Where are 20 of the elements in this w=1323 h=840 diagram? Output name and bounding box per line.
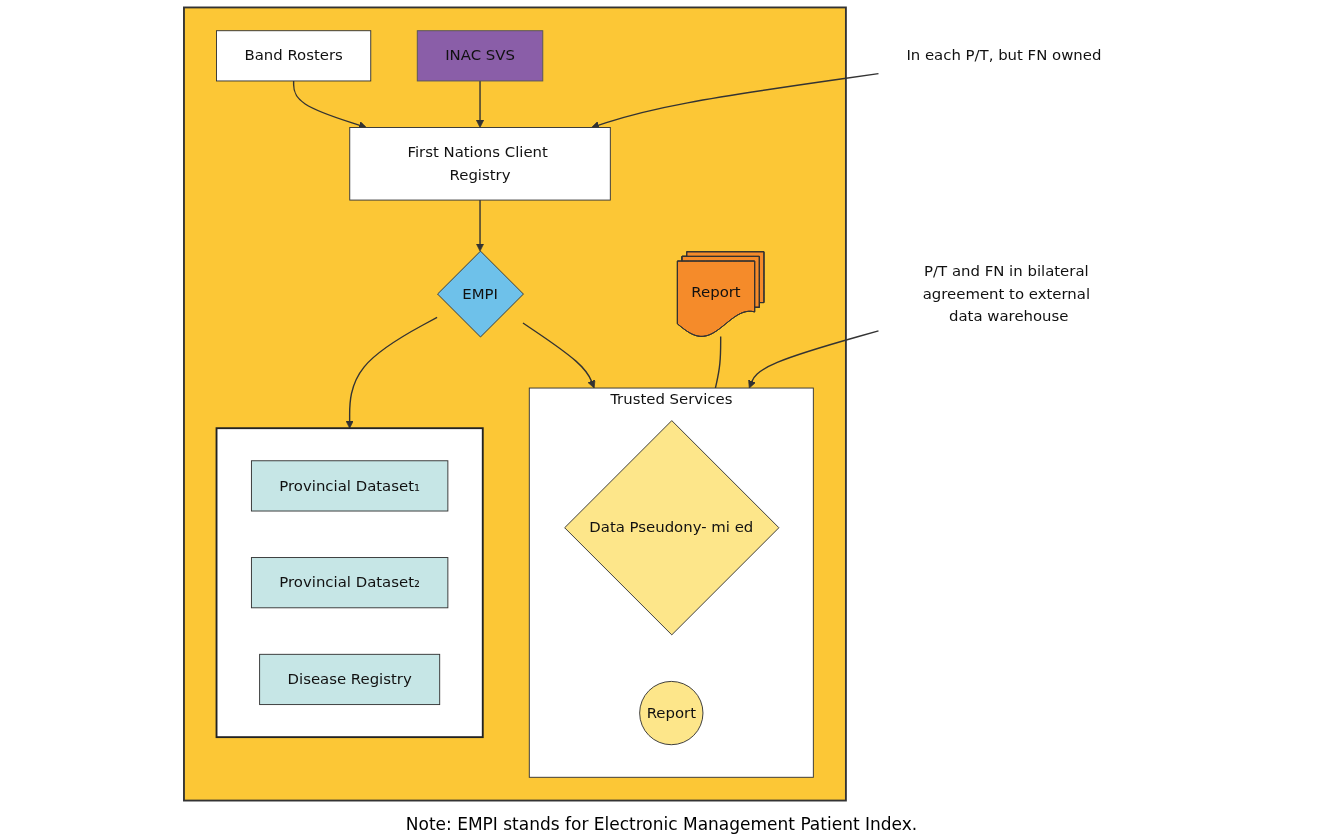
node-text: P/T and FN in bilateral agreement to external data warehouse: [922, 262, 1091, 325]
node-text: In each P/T, but FN owned: [906, 46, 1102, 65]
cluster: [183, 6, 847, 802]
node-box: Band Rosters: [216, 30, 372, 82]
arrow: [345, 316, 438, 429]
node-box: Provincial Dataset₁: [250, 460, 449, 512]
node-box: Provincial Dataset₂: [250, 557, 449, 609]
arrow: [475, 199, 485, 252]
note-text: Note: EMPI stands for Electronic Management Patient Index.: [405, 814, 918, 834]
arrow: [522, 322, 596, 389]
node-circle: Report: [639, 680, 704, 746]
arrow: [475, 80, 485, 128]
node-box: Disease Registry: [259, 653, 441, 706]
arrow: [748, 330, 880, 389]
cluster: [215, 427, 484, 739]
node-diamond: Data Pseudony- mi ed: [564, 420, 780, 636]
node-box: INAC SVS: [416, 30, 544, 82]
node-box: First Nations Client Registry: [349, 127, 611, 201]
node-diamond: EMPI: [437, 250, 524, 338]
connector: [714, 335, 722, 389]
